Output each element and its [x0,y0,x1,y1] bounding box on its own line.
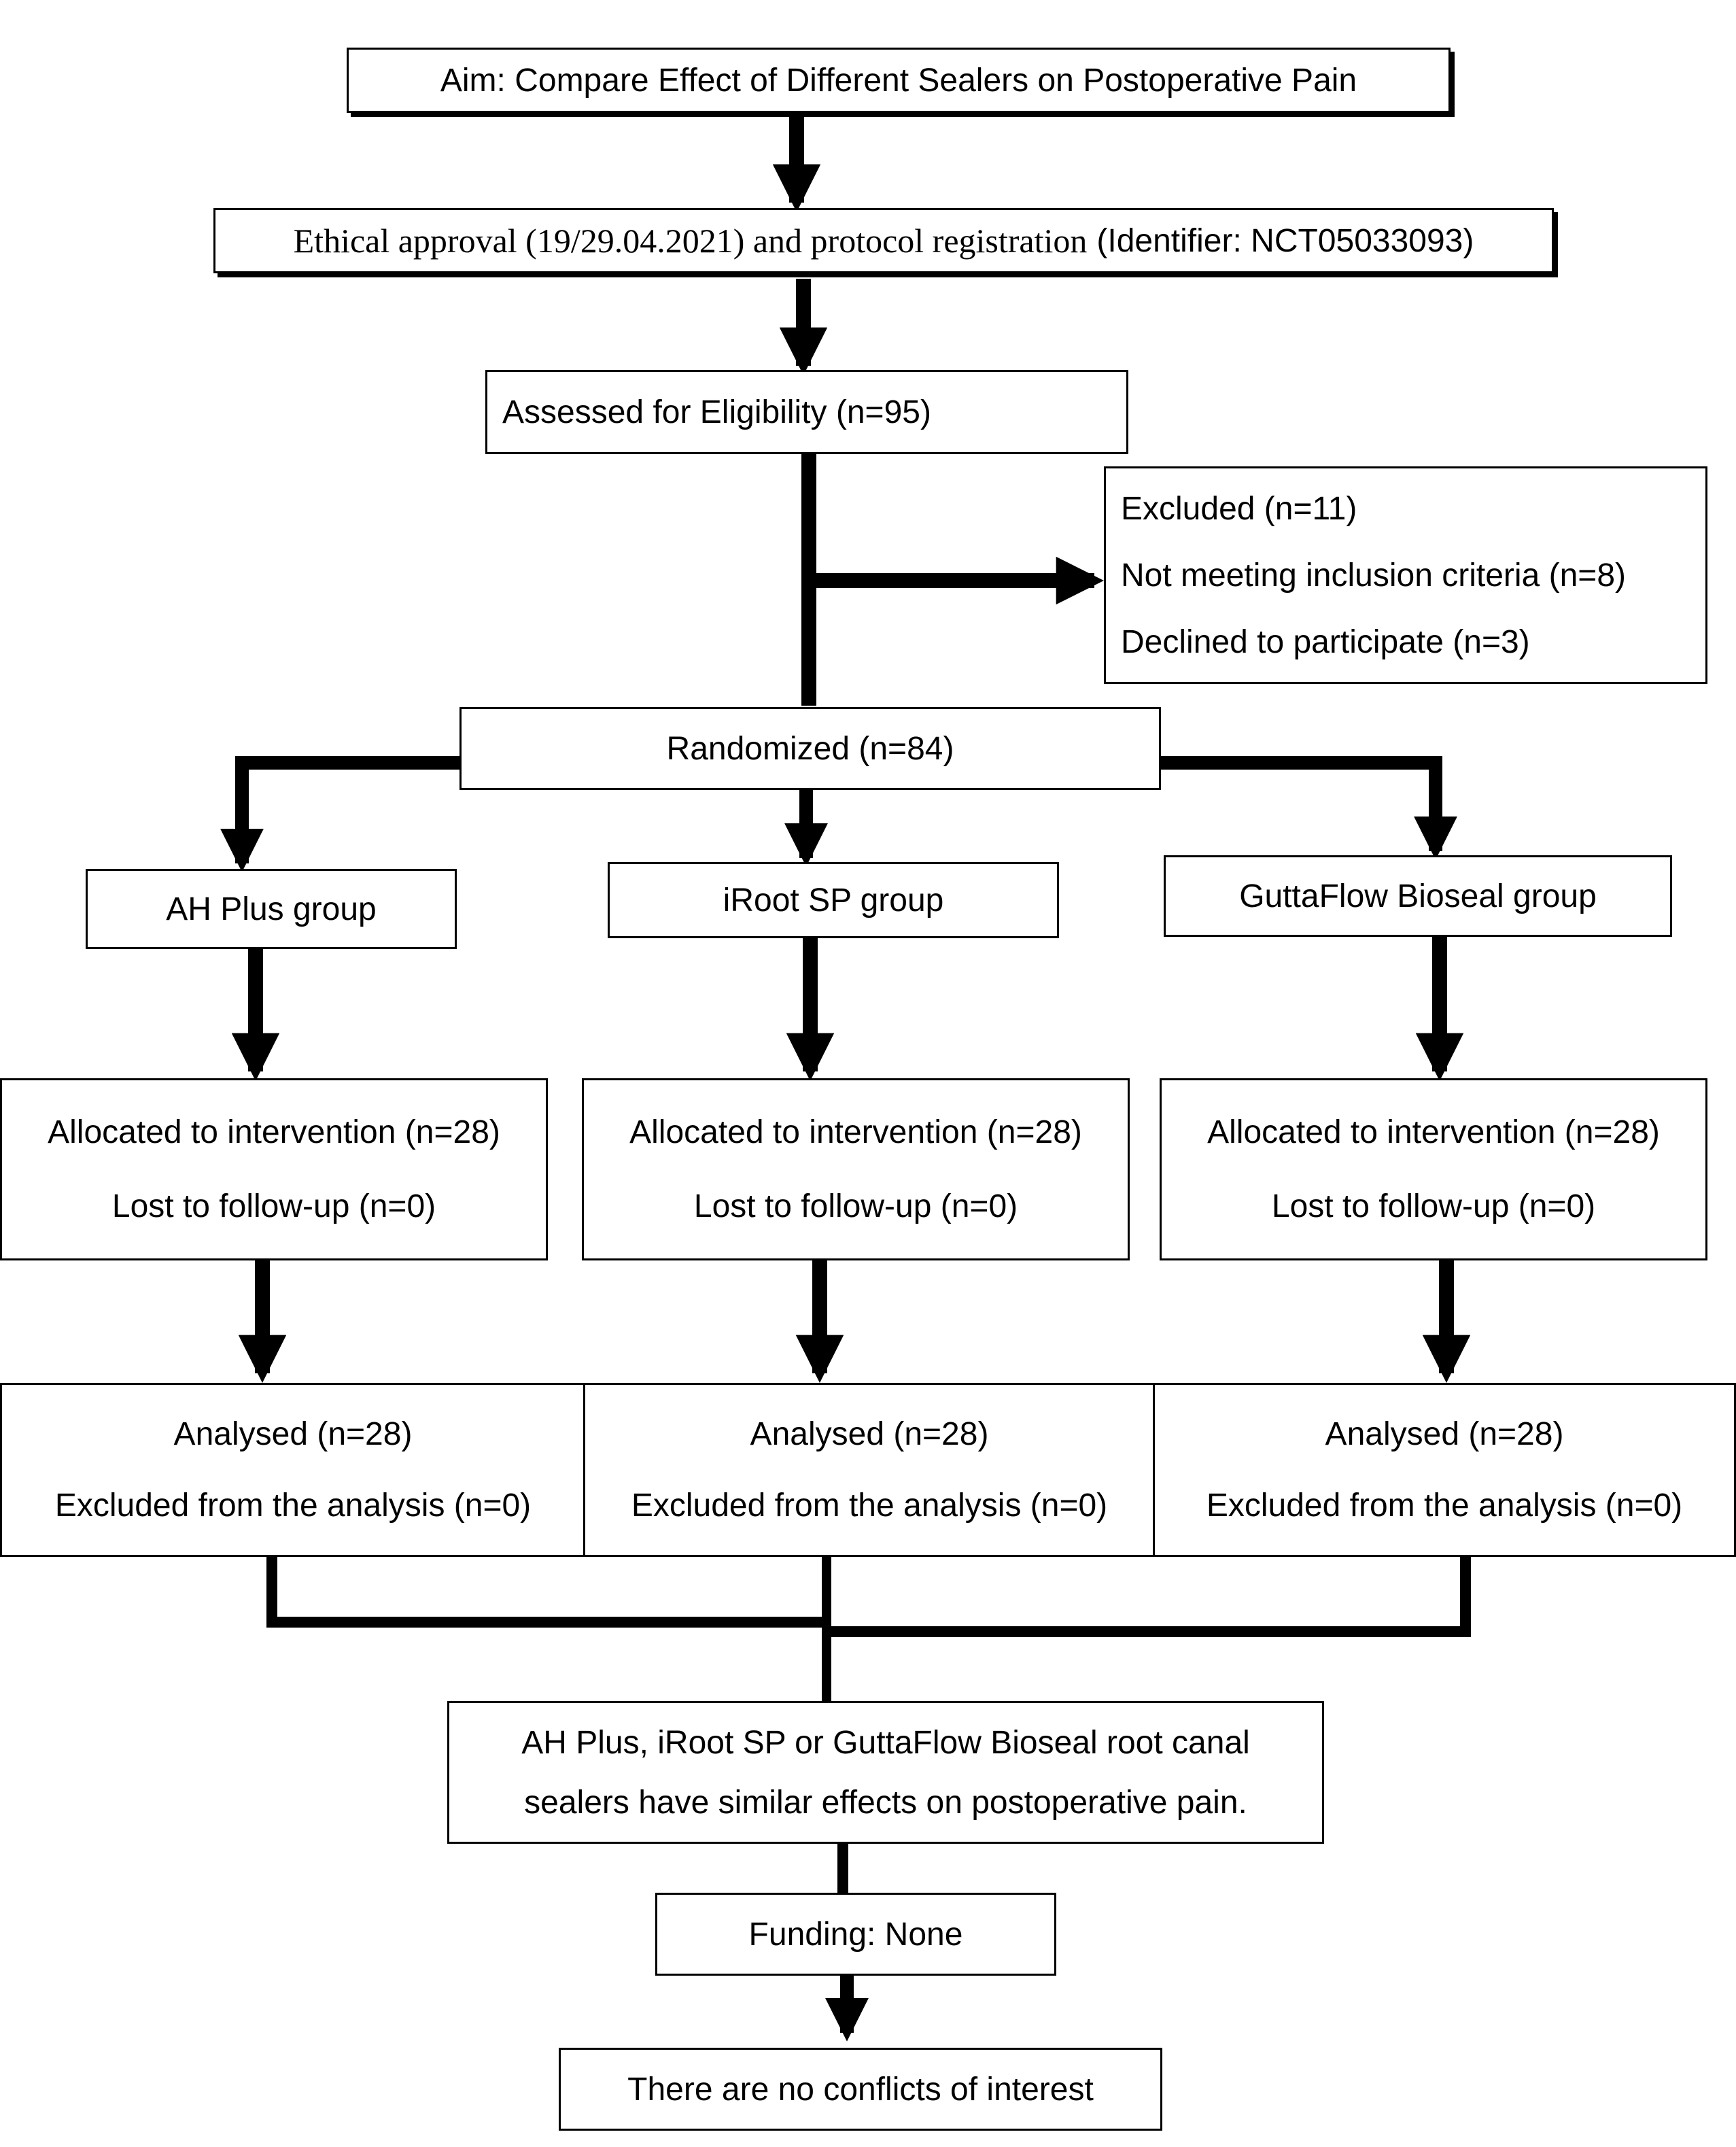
analysed-box-guttaflow: Analysed (n=28) Excluded from the analys… [1153,1383,1736,1557]
lost-text: Lost to follow-up (n=0) [693,1188,1018,1224]
group-name: GuttaFlow Bioseal group [1239,878,1597,914]
arrow-randomized-to-guttaflow [1160,756,1458,860]
funding-text: Funding: None [748,1916,963,1953]
excluded-total: Excluded (n=11) [1121,490,1357,527]
allocated-box-ahplus: Allocated to intervention (n=28) Lost to… [0,1078,548,1260]
analysed-box-ahplus: Analysed (n=28) Excluded from the analys… [0,1383,586,1557]
analysed-text: Analysed (n=28) [1325,1416,1564,1452]
analysed-text: Analysed (n=28) [173,1416,413,1452]
aim-text: Aim: Compare Effect of Different Sealers… [440,62,1357,99]
ethics-box: Ethical approval (19/29.04.2021) and pro… [213,208,1554,273]
conclusion-box: AH Plus, iRoot SP or GuttaFlow Bioseal r… [447,1701,1324,1844]
ethics-identifier: (Identifier: NCT05033093) [1096,222,1474,259]
conflicts-text: There are no conflicts of interest [627,2071,1094,2108]
excluded-analysis-text: Excluded from the analysis (n=0) [631,1488,1108,1524]
allocated-text: Allocated to intervention (n=28) [1207,1114,1660,1150]
group-box-iroot: iRoot SP group [608,862,1059,938]
allocated-text: Allocated to intervention (n=28) [629,1114,1082,1150]
eligibility-text: Assessed for Eligibility (n=95) [502,394,931,430]
funding-box: Funding: None [655,1893,1056,1976]
conflicts-box: There are no conflicts of interest [559,2048,1162,2131]
excluded-analysis-text: Excluded from the analysis (n=0) [54,1488,532,1524]
randomized-box: Randomized (n=84) [459,707,1161,790]
ethics-text: Ethical approval (19/29.04.2021) and pro… [293,222,1088,260]
analysed-box-iroot: Analysed (n=28) Excluded from the analys… [583,1383,1156,1557]
conclusion-line2: sealers have similar effects on postoper… [524,1784,1247,1821]
lost-text: Lost to follow-up (n=0) [111,1188,436,1224]
group-box-ahplus: AH Plus group [86,869,457,949]
randomized-text: Randomized (n=84) [666,730,954,767]
lost-text: Lost to follow-up (n=0) [1271,1188,1596,1224]
allocated-text: Allocated to intervention (n=28) [48,1114,500,1150]
excluded-box: Excluded (n=11) Not meeting inclusion cr… [1104,466,1707,684]
aim-box: Aim: Compare Effect of Different Sealers… [347,48,1451,113]
excluded-criteria: Not meeting inclusion criteria (n=8) [1121,557,1626,594]
eligibility-box: Assessed for Eligibility (n=95) [485,370,1128,454]
line-join-analysed [266,1556,827,1628]
excluded-declined: Declined to participate (n=3) [1121,623,1530,660]
analysed-text: Analysed (n=28) [750,1416,989,1452]
conclusion-line1: AH Plus, iRoot SP or GuttaFlow Bioseal r… [521,1724,1250,1761]
group-name: AH Plus group [166,891,377,927]
excluded-analysis-text: Excluded from the analysis (n=0) [1206,1488,1683,1524]
allocated-box-iroot: Allocated to intervention (n=28) Lost to… [582,1078,1130,1260]
group-name: iRoot SP group [723,882,944,918]
arrow-randomized-to-ahplus [220,756,459,872]
group-box-guttaflow: GuttaFlow Bioseal group [1164,855,1672,937]
allocated-box-guttaflow: Allocated to intervention (n=28) Lost to… [1160,1078,1707,1260]
line-join-analysed-right [827,1556,1471,1637]
